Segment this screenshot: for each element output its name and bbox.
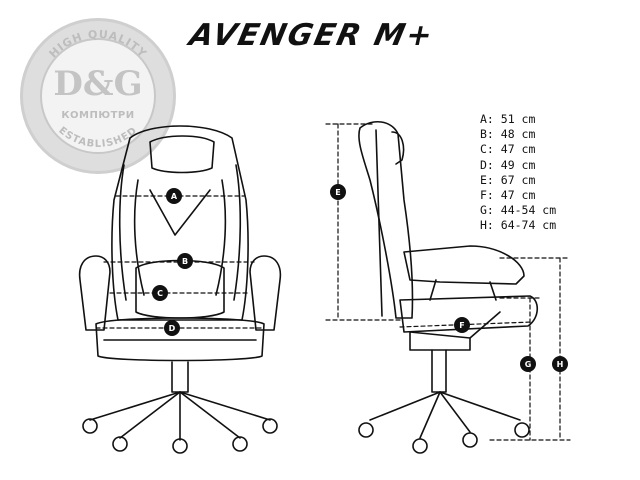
svg-text:D: D [169,324,176,333]
marker-b: B [177,253,193,269]
marker-c: C [152,285,168,301]
svg-text:C: C [157,289,163,298]
watermark-name: КОМПЮТРИ [61,110,135,121]
dimension-f: F: 47 cm [480,188,536,203]
svg-text:E: E [335,188,340,197]
dimension-c: C: 47 cm [480,142,536,157]
dimension-a: A: 51 cm [480,112,536,126]
marker-g: G [520,356,536,372]
marker-a: A [166,188,182,204]
dimension-e: E: 67 cm [480,172,536,187]
svg-text:H: H [557,360,564,369]
marker-e: E [330,184,346,200]
marker-d: D [164,320,180,336]
marker-h: H [552,356,568,372]
dimension-list: A: 51 cm B: 48 cm C: 47 cm D: 49 cm E: 6… [480,112,556,234]
dimension-g: G: 44-54 cm [480,203,557,218]
dg-watermark-logo: HIGH QUALITY ESTABLISHED D&G КОМПЮТРИ [20,18,176,174]
dimension-b: B: 48 cm [480,127,536,142]
dimension-h: H: 64-74 cm [480,218,557,233]
watermark-brand: D&G [53,64,143,104]
marker-f: F [454,317,470,333]
svg-text:G: G [525,360,532,369]
svg-text:F: F [459,321,464,330]
svg-text:B: B [182,257,188,266]
svg-text:A: A [171,192,178,201]
dimension-d: D: 49 cm [480,157,536,172]
